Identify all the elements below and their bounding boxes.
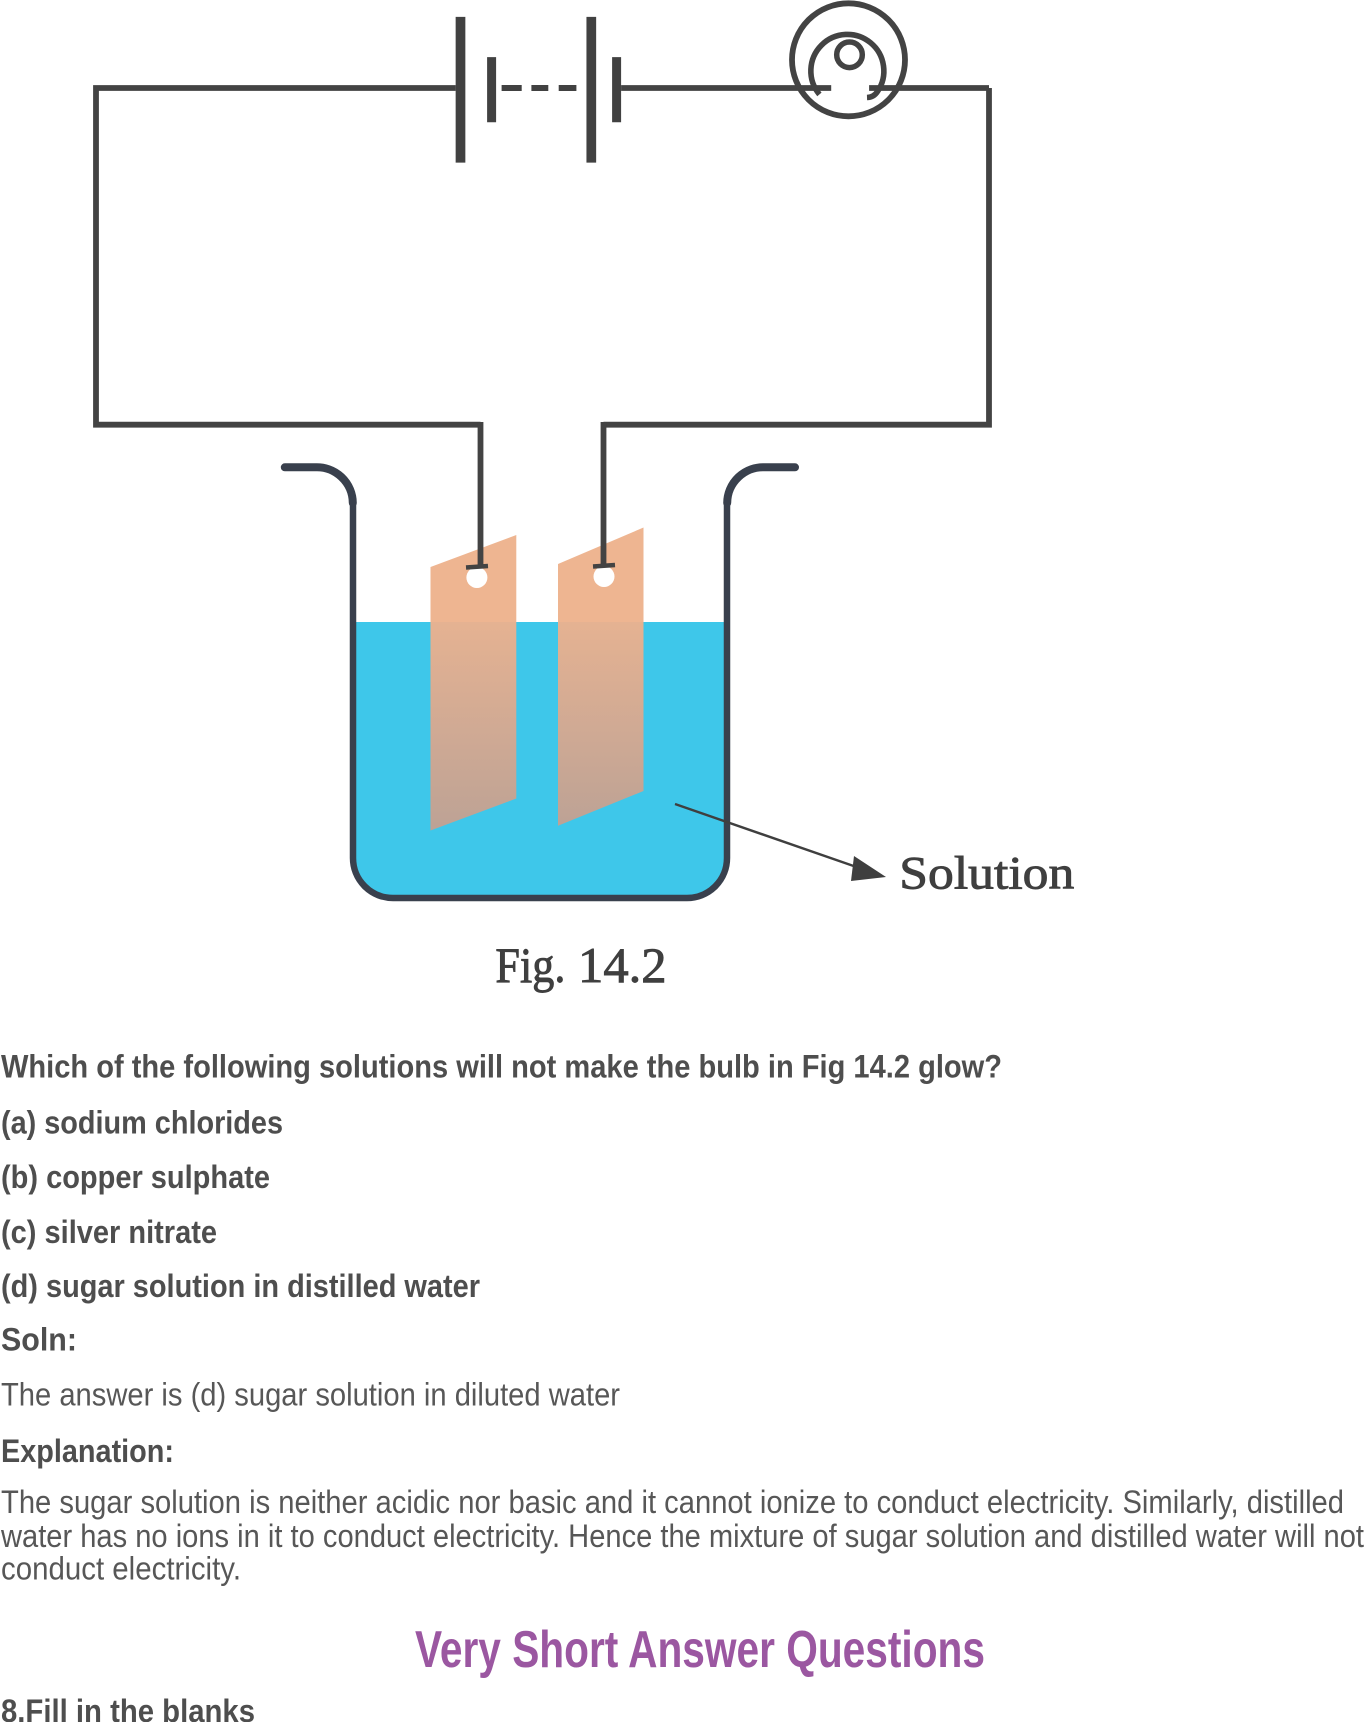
svg-text:(c) silver nitrate: (c) silver nitrate [1, 1214, 217, 1250]
svg-text:Soln:: Soln: [1, 1321, 77, 1357]
svg-text:Explanation:: Explanation: [1, 1433, 174, 1469]
svg-text:Fig.: Fig. [495, 937, 565, 993]
svg-text:14.2: 14.2 [578, 937, 667, 993]
svg-text:Solution: Solution [899, 847, 1074, 899]
svg-text:water has no ions in it to con: water has no ions in it to conduct elect… [0, 1518, 1364, 1554]
svg-text:Very Short Answer Questions: Very Short Answer Questions [415, 1621, 985, 1679]
svg-text:conduct electricity.: conduct electricity. [1, 1551, 241, 1587]
svg-text:(d) sugar solution in distille: (d) sugar solution in distilled water [1, 1268, 480, 1304]
svg-text:(a) sodium chlorides: (a) sodium chlorides [1, 1105, 283, 1141]
svg-text:The answer is (d) sugar soluti: The answer is (d) sugar solution in dilu… [1, 1376, 620, 1412]
svg-text:8.Fill in the blanks: 8.Fill in the blanks [1, 1693, 255, 1722]
svg-text:The sugar solution is neither: The sugar solution is neither acidic nor… [1, 1484, 1344, 1520]
svg-text:Which of the following solutio: Which of the following solutions will no… [1, 1049, 1002, 1085]
svg-text:(b) copper sulphate: (b) copper sulphate [1, 1159, 270, 1195]
